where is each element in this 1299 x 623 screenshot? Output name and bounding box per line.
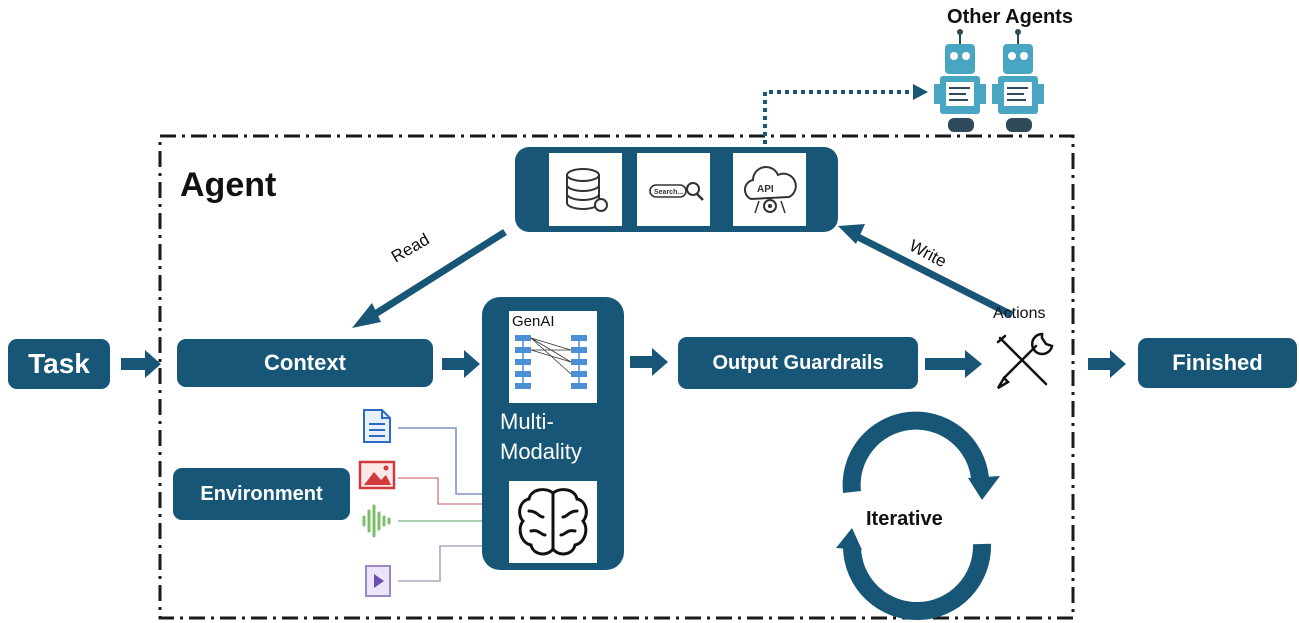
finished-node: Finished xyxy=(1138,338,1297,388)
cycle-arrows-icon xyxy=(842,411,992,621)
api-cloud-icon: API xyxy=(743,166,797,214)
genai-label: GenAI xyxy=(512,313,555,330)
environment-node: Environment xyxy=(173,468,350,520)
tools-panel: Search... API xyxy=(515,147,838,232)
audio-wave-icon xyxy=(362,504,391,538)
tools-icon xyxy=(996,332,1054,390)
agent-boundary xyxy=(158,134,1075,620)
context-node: Context xyxy=(177,339,433,387)
other-agents-connector xyxy=(763,90,915,152)
write-arrow xyxy=(856,233,1014,319)
search-bar-text: Search... xyxy=(654,189,683,196)
database-tile xyxy=(549,153,622,226)
multi-modality-label-2: Modality xyxy=(500,439,582,464)
document-icon xyxy=(363,409,391,443)
database-icon xyxy=(566,168,608,212)
robot-icon xyxy=(992,29,1044,132)
network-diagram-icon xyxy=(515,335,587,389)
multi-modality-node: GenAI Multi- Modality xyxy=(482,297,624,570)
agent-label: Agent xyxy=(180,166,277,204)
multi-modality-label-1: Multi- xyxy=(500,409,554,434)
robot-icon xyxy=(934,29,986,132)
image-connector xyxy=(398,477,483,505)
iterative-label: Iterative xyxy=(866,508,943,530)
video-connector xyxy=(398,545,483,582)
video-icon xyxy=(365,565,391,597)
brain-tile xyxy=(509,481,597,563)
task-node: Task xyxy=(8,339,110,389)
actions-label: Actions xyxy=(993,305,1046,322)
other-agents-label: Other Agents xyxy=(947,6,1073,28)
read-arrow xyxy=(370,229,507,319)
search-bar-icon: Search... xyxy=(649,182,704,201)
document-connector xyxy=(398,427,483,495)
flow-arrows xyxy=(121,348,1126,378)
image-icon xyxy=(358,460,396,490)
brain-icon xyxy=(518,488,588,556)
output-guardrails-node: Output Guardrails xyxy=(678,337,918,389)
search-tile: Search... xyxy=(637,153,710,226)
genai-tile: GenAI xyxy=(509,311,597,403)
api-text: API xyxy=(757,184,774,195)
api-tile: API xyxy=(733,153,806,226)
